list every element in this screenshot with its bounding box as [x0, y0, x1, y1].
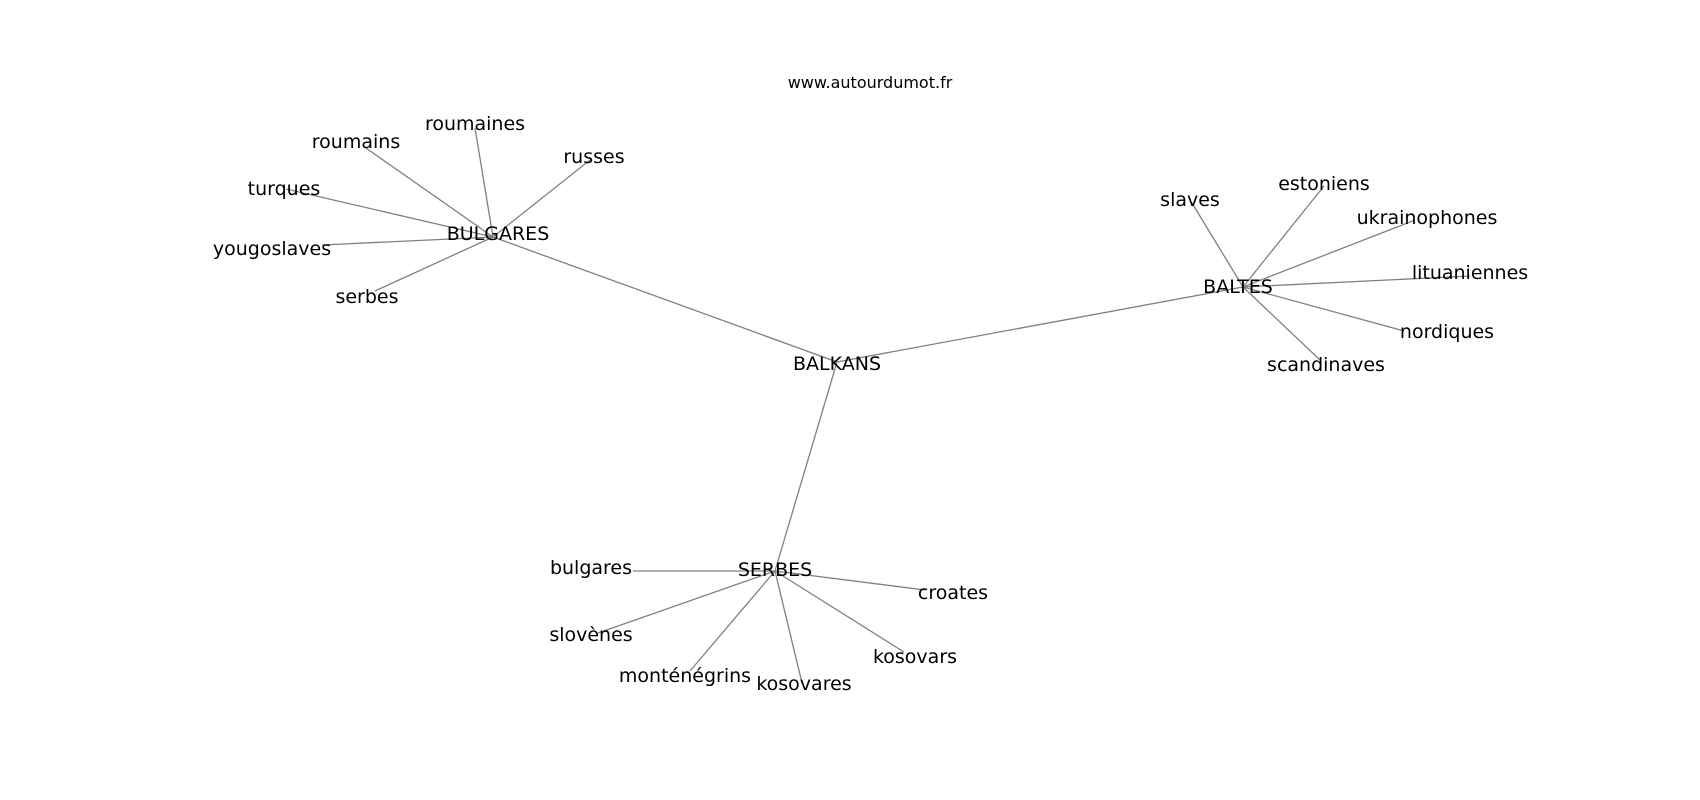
edge-baltes-estoniens: [1242, 185, 1325, 288]
edge-baltes-slaves: [1191, 202, 1244, 288]
node-label-scandinaves: scandinaves: [1267, 354, 1385, 376]
edge-baltes-ukrainophones: [1242, 219, 1416, 288]
node-label-serbes: SERBES: [738, 559, 812, 581]
node-label-ukrainophones: ukrainophones: [1357, 207, 1498, 229]
edge-bulgares-yougoslaves: [321, 236, 494, 246]
edge-serbes-kosovars: [774, 570, 905, 653]
node-label-bulgares: bulgares: [550, 557, 632, 579]
node-label-nordiques: nordiques: [1400, 321, 1494, 343]
edge-bulgares-roumains: [362, 145, 494, 238]
node-label-russes: russes: [563, 146, 624, 168]
edge-bulgares-russes: [492, 159, 591, 238]
node-label-roumaines: roumaines: [425, 113, 525, 135]
node-label-yougoslaves: yougoslaves: [213, 238, 331, 260]
node-label-slaves: slaves: [1160, 189, 1220, 211]
labels-layer: BALKANS BULGARES roumains roumaines russes tu…: [213, 113, 1528, 695]
node-label-kosovars: kosovars: [873, 646, 957, 668]
edge-serbes-montenegrins: [689, 570, 776, 672]
node-label-croates: croates: [918, 582, 988, 604]
watermark-text: www.autourdumot.fr: [788, 73, 953, 92]
node-label-lituaniennes: lituaniennes: [1412, 262, 1528, 284]
node-label-montenegrins: monténégrins: [619, 665, 751, 687]
node-label-turques: turques: [248, 178, 321, 200]
edge-baltes-lituaniennes: [1242, 275, 1471, 288]
node-label-bulgares: BULGARES: [447, 223, 550, 245]
node-label-kosovares: kosovares: [756, 673, 851, 695]
edge-bulgares-turques: [285, 188, 494, 238]
edge-baltes-nordiques: [1242, 286, 1405, 332]
edge-balkans-bulgares: [492, 236, 838, 363]
edge-serbes-croates: [774, 570, 926, 591]
node-label-serbes: serbes: [335, 286, 398, 308]
node-label-balkans: BALKANS: [793, 353, 881, 375]
edge-balkans-baltes: [836, 286, 1244, 363]
edge-bulgares-serbes: [374, 236, 494, 292]
edges-layer: [285, 127, 1471, 684]
edge-bulgares-roumaines: [474, 127, 494, 238]
node-label-estoniens: estoniens: [1278, 173, 1370, 195]
edge-serbes-kosovares: [774, 570, 803, 684]
node-label-roumains: roumains: [312, 131, 400, 153]
edge-serbes-slovenes: [597, 570, 776, 634]
node-label-slovenes: slovènes: [549, 624, 632, 646]
node-label-baltes: BALTES: [1203, 276, 1273, 298]
edge-baltes-scandinaves: [1242, 286, 1321, 361]
edge-balkans-serbes: [774, 361, 838, 572]
